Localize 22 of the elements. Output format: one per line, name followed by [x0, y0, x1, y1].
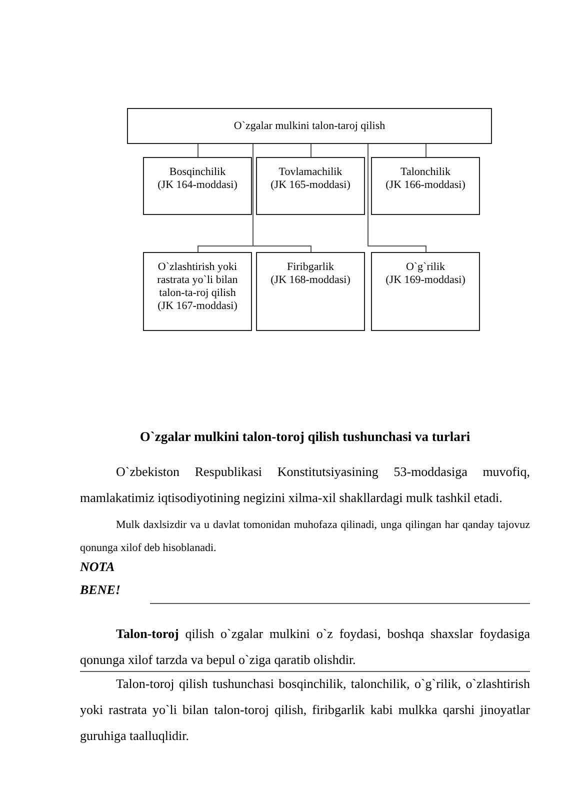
category-box [143, 252, 252, 331]
category-box [256, 157, 365, 215]
category-box [371, 157, 480, 215]
paragraph: Talon-toroj qilish tushunchasi bosqinchilik, talonchilik, o`g`rilik, o`zlashtirish yoki rastrata yo`li bilan talon-toroj qilish, firibgarlik kabi mulkka qarshi jinoyatlar guruhiga taalluqlidir. [80, 675, 530, 745]
root-box [127, 108, 492, 144]
section-heading: O`zgalar mulkini talon-toroj qilish tushunchasi va turlari [138, 428, 472, 446]
paragraph: O`zbekiston Respublikasi Konstitutsiyasining 53-moddasiga muvofiq, mamlakatimiz iqtisodiyotining negizini xilma-xil shakllardagi mulk tashkil etadi. [80, 463, 530, 507]
category-box [256, 252, 365, 331]
node-text: Bosqinchilik (JK 164-moddasi) [156, 165, 238, 193]
category-box [371, 252, 480, 331]
paragraph: Mulk daxlsizdir va u davlat tomonidan muhofaza qilinadi, unga qilingan har qanday tajovuz qonunga xilof deb hisoblanadi. [80, 518, 530, 556]
connector-line [310, 144, 312, 158]
paragraph: Talon-toroj qilish o`zgalar mulkini o`z foydasi, boshqa shaxslar foydasiga qonunga xilof tarzda va bepul o`ziga qaratib olishdir. [80, 625, 530, 669]
note-heading: NOTA BENE! [80, 558, 122, 599]
connector-line [368, 144, 426, 252]
category-box [143, 157, 252, 215]
node-text: O`g`rilik (JK 169-moddasi) [384, 260, 466, 288]
node-text: O`zlashtirish yoki rastrata yo`li bilan talon-ta-roj qilish (JK 167-moddasi) [156, 260, 239, 314]
node-text: Tovlamachilik (JK 165-moddasi) [270, 165, 352, 193]
node-text: O`zgalar mulkini talon-taroj qilish [232, 118, 386, 134]
node-text: Firibgarlik (JK 168-moddasi) [270, 260, 352, 288]
node-text: Talonchilik (JK 166-moddasi) [384, 165, 466, 193]
